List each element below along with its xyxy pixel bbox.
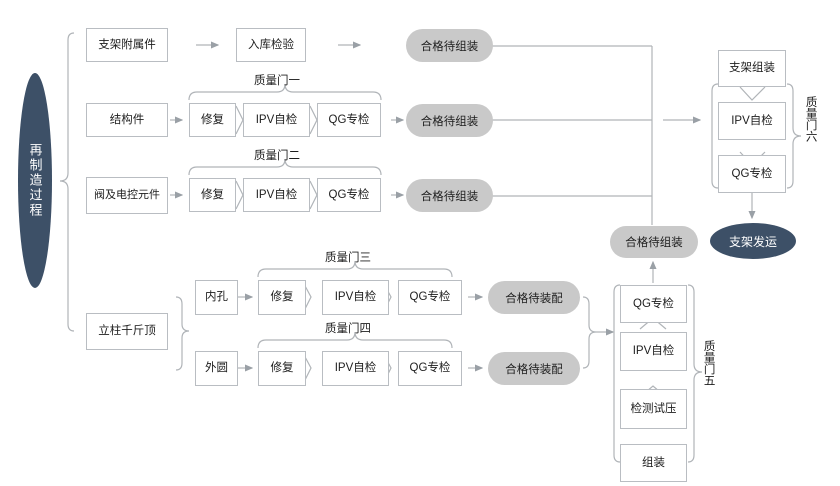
node-label: 入库检验 [248, 38, 294, 51]
node-gate6-ipv[interactable]: IPV自检 [718, 102, 786, 140]
node-row4-repair[interactable]: 修复 [258, 280, 306, 315]
node-row2-qg[interactable]: QG专检 [317, 103, 381, 137]
gate-label-2: 质量门二 [254, 150, 300, 162]
node-gate5-pressure-test[interactable]: 检测试压 [620, 389, 687, 429]
node-label: 再制造过程 [27, 143, 43, 218]
status-label: 合格待组装 [420, 40, 479, 53]
node-label: 检测试压 [630, 402, 677, 415]
status-label: 合格待组装 [625, 237, 683, 249]
node-label: QG专检 [328, 113, 370, 126]
node-label: 内孔 [205, 291, 228, 304]
node-label: QG专检 [633, 297, 674, 310]
node-label: QG专检 [328, 188, 370, 201]
node-remanufacturing-process[interactable]: 再制造过程 [18, 73, 52, 288]
node-label: 修复 [270, 291, 294, 304]
node-label: QG专检 [409, 291, 451, 304]
gate-label-5: 质量门五 [702, 340, 715, 386]
status-label: 合格待装配 [505, 292, 563, 305]
node-row1-input[interactable]: 支架附属件 [86, 28, 168, 62]
node-gate5-qg[interactable]: QG专检 [620, 285, 687, 323]
node-row4-qg[interactable]: QG专检 [398, 280, 462, 315]
status-row3-ready-to-assemble[interactable]: 合格待组装 [406, 179, 493, 212]
node-label: 支架附属件 [98, 38, 156, 51]
status-label: 合格待组装 [420, 190, 479, 203]
node-row3-ipv[interactable]: IPV自检 [243, 178, 310, 212]
node-label: 修复 [201, 113, 224, 126]
node-label: IPV自检 [255, 113, 298, 126]
node-label: 支架组装 [729, 62, 775, 75]
node-row5-repair[interactable]: 修复 [258, 351, 306, 386]
node-label: 外圆 [205, 362, 228, 375]
node-row3-repair[interactable]: 修复 [189, 178, 236, 212]
status-row5-ready-to-fit[interactable]: 合格待装配 [488, 352, 580, 385]
node-label: IPV自检 [334, 362, 377, 375]
node-label: 支架发运 [728, 234, 777, 249]
gate-label-6: 质量门六 [804, 96, 817, 142]
node-incoming-check[interactable]: 入库检验 [236, 28, 306, 62]
status-row1-ready-to-assemble[interactable]: 合格待组装 [406, 29, 493, 62]
gate-label-1: 质量门一 [254, 75, 300, 87]
status-label: 合格待装配 [505, 363, 563, 376]
node-label: QG专检 [409, 362, 451, 375]
status-row2-ready-to-assemble[interactable]: 合格待组装 [406, 104, 493, 137]
node-gate5-assembly[interactable]: 组装 [620, 444, 687, 482]
node-label: 阀及电控元件 [94, 188, 160, 201]
status-row4-ready-to-fit[interactable]: 合格待装配 [488, 281, 580, 314]
node-gate6-qg[interactable]: QG专检 [718, 155, 786, 193]
node-label: 结构件 [109, 113, 145, 126]
node-inner-bore[interactable]: 内孔 [195, 280, 238, 315]
node-row5-qg[interactable]: QG专检 [398, 351, 462, 386]
node-row4-ipv[interactable]: IPV自检 [322, 280, 389, 315]
node-row4-input[interactable]: 立柱千斤顶 [86, 313, 168, 350]
status-gate5-ready-to-assemble[interactable]: 合格待组装 [610, 226, 698, 258]
node-row2-input[interactable]: 结构件 [86, 103, 168, 137]
node-label: IPV自检 [255, 188, 298, 201]
node-label: 立柱千斤顶 [98, 325, 156, 338]
node-outer-circle[interactable]: 外圆 [195, 351, 238, 386]
node-label: IPV自检 [632, 345, 675, 358]
node-row2-ipv[interactable]: IPV自检 [243, 103, 310, 137]
node-row3-qg[interactable]: QG专检 [317, 178, 381, 212]
gate-label-4: 质量门四 [325, 323, 371, 335]
node-row3-input[interactable]: 阀及电控元件 [86, 177, 168, 214]
node-label: 组装 [642, 456, 665, 469]
node-label: 修复 [270, 362, 294, 375]
node-label: IPV自检 [334, 291, 377, 304]
node-gate6-bracket-assembly[interactable]: 支架组装 [718, 50, 786, 87]
node-row5-ipv[interactable]: IPV自检 [322, 351, 389, 386]
node-label: 修复 [201, 188, 224, 201]
node-gate5-ipv[interactable]: IPV自检 [620, 332, 687, 371]
node-label: QG专检 [731, 167, 773, 180]
node-label: IPV自检 [731, 114, 773, 127]
gate-label-3: 质量门三 [325, 252, 371, 264]
status-label: 合格待组装 [420, 115, 479, 128]
node-bracket-shipment[interactable]: 支架发运 [710, 223, 796, 259]
node-row2-repair[interactable]: 修复 [189, 103, 236, 137]
